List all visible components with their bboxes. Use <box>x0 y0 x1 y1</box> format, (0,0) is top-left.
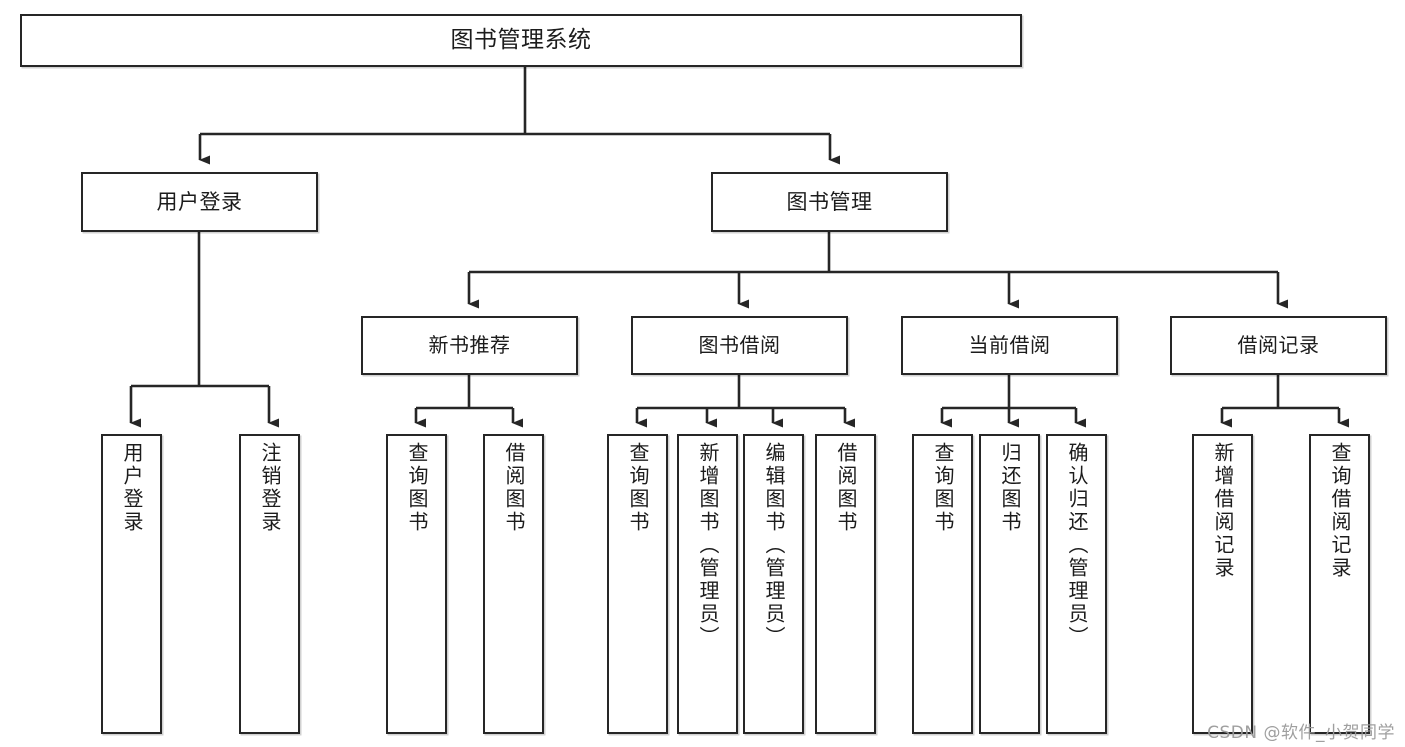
node-label: 图书管理 <box>786 189 873 214</box>
node-label: 归还图书 <box>998 442 1022 534</box>
node-new-book-recommend[interactable]: 新书推荐 <box>361 316 578 375</box>
node-root-system[interactable]: 图书管理系统 <box>20 14 1022 67</box>
leaf-book-borrow-add[interactable]: 新增图书（管理员） <box>677 434 738 734</box>
node-label: 确认归还（管理员） <box>1065 442 1089 649</box>
node-label: 查询图书 <box>626 442 650 534</box>
node-label: 图书借阅 <box>698 332 781 357</box>
watermark-text: CSDN @软件_小贺同学 <box>1207 723 1395 743</box>
node-label: 用户登录 <box>156 189 243 214</box>
node-label: 新书推荐 <box>428 332 511 357</box>
node-label: 查询图书 <box>931 442 955 534</box>
node-label: 查询图书 <box>405 442 429 534</box>
node-label: 新增借阅记录 <box>1211 442 1235 580</box>
leaf-current-borrow-confirm-return[interactable]: 确认归还（管理员） <box>1046 434 1107 734</box>
node-borrow-record[interactable]: 借阅记录 <box>1170 316 1387 375</box>
node-label: 新增图书（管理员） <box>696 442 720 649</box>
leaf-borrow-record-add[interactable]: 新增借阅记录 <box>1192 434 1253 734</box>
node-label: 借阅图书 <box>502 442 526 534</box>
leaf-book-borrow-query[interactable]: 查询图书 <box>607 434 668 734</box>
node-label: 注销登录 <box>258 442 282 534</box>
node-label: 查询借阅记录 <box>1328 442 1352 580</box>
node-current-borrow[interactable]: 当前借阅 <box>901 316 1118 375</box>
leaf-user-login-login[interactable]: 用户登录 <box>101 434 162 734</box>
node-label: 借阅图书 <box>834 442 858 534</box>
node-label: 用户登录 <box>120 442 144 534</box>
leaf-user-login-logout[interactable]: 注销登录 <box>239 434 300 734</box>
leaf-book-borrow-edit[interactable]: 编辑图书（管理员） <box>743 434 804 734</box>
node-user-login[interactable]: 用户登录 <box>81 172 318 232</box>
node-label: 借阅记录 <box>1237 332 1320 357</box>
node-label: 当前借阅 <box>968 332 1051 357</box>
leaf-current-borrow-return[interactable]: 归还图书 <box>979 434 1040 734</box>
leaf-current-borrow-query[interactable]: 查询图书 <box>912 434 973 734</box>
node-label: 图书管理系统 <box>450 27 592 54</box>
leaf-book-borrow-borrow[interactable]: 借阅图书 <box>815 434 876 734</box>
leaf-new-book-query[interactable]: 查询图书 <box>386 434 447 734</box>
node-label: 编辑图书（管理员） <box>762 442 786 649</box>
leaf-new-book-borrow[interactable]: 借阅图书 <box>483 434 544 734</box>
leaf-borrow-record-query[interactable]: 查询借阅记录 <box>1309 434 1370 734</box>
node-book-management[interactable]: 图书管理 <box>711 172 948 232</box>
node-book-borrow[interactable]: 图书借阅 <box>631 316 848 375</box>
